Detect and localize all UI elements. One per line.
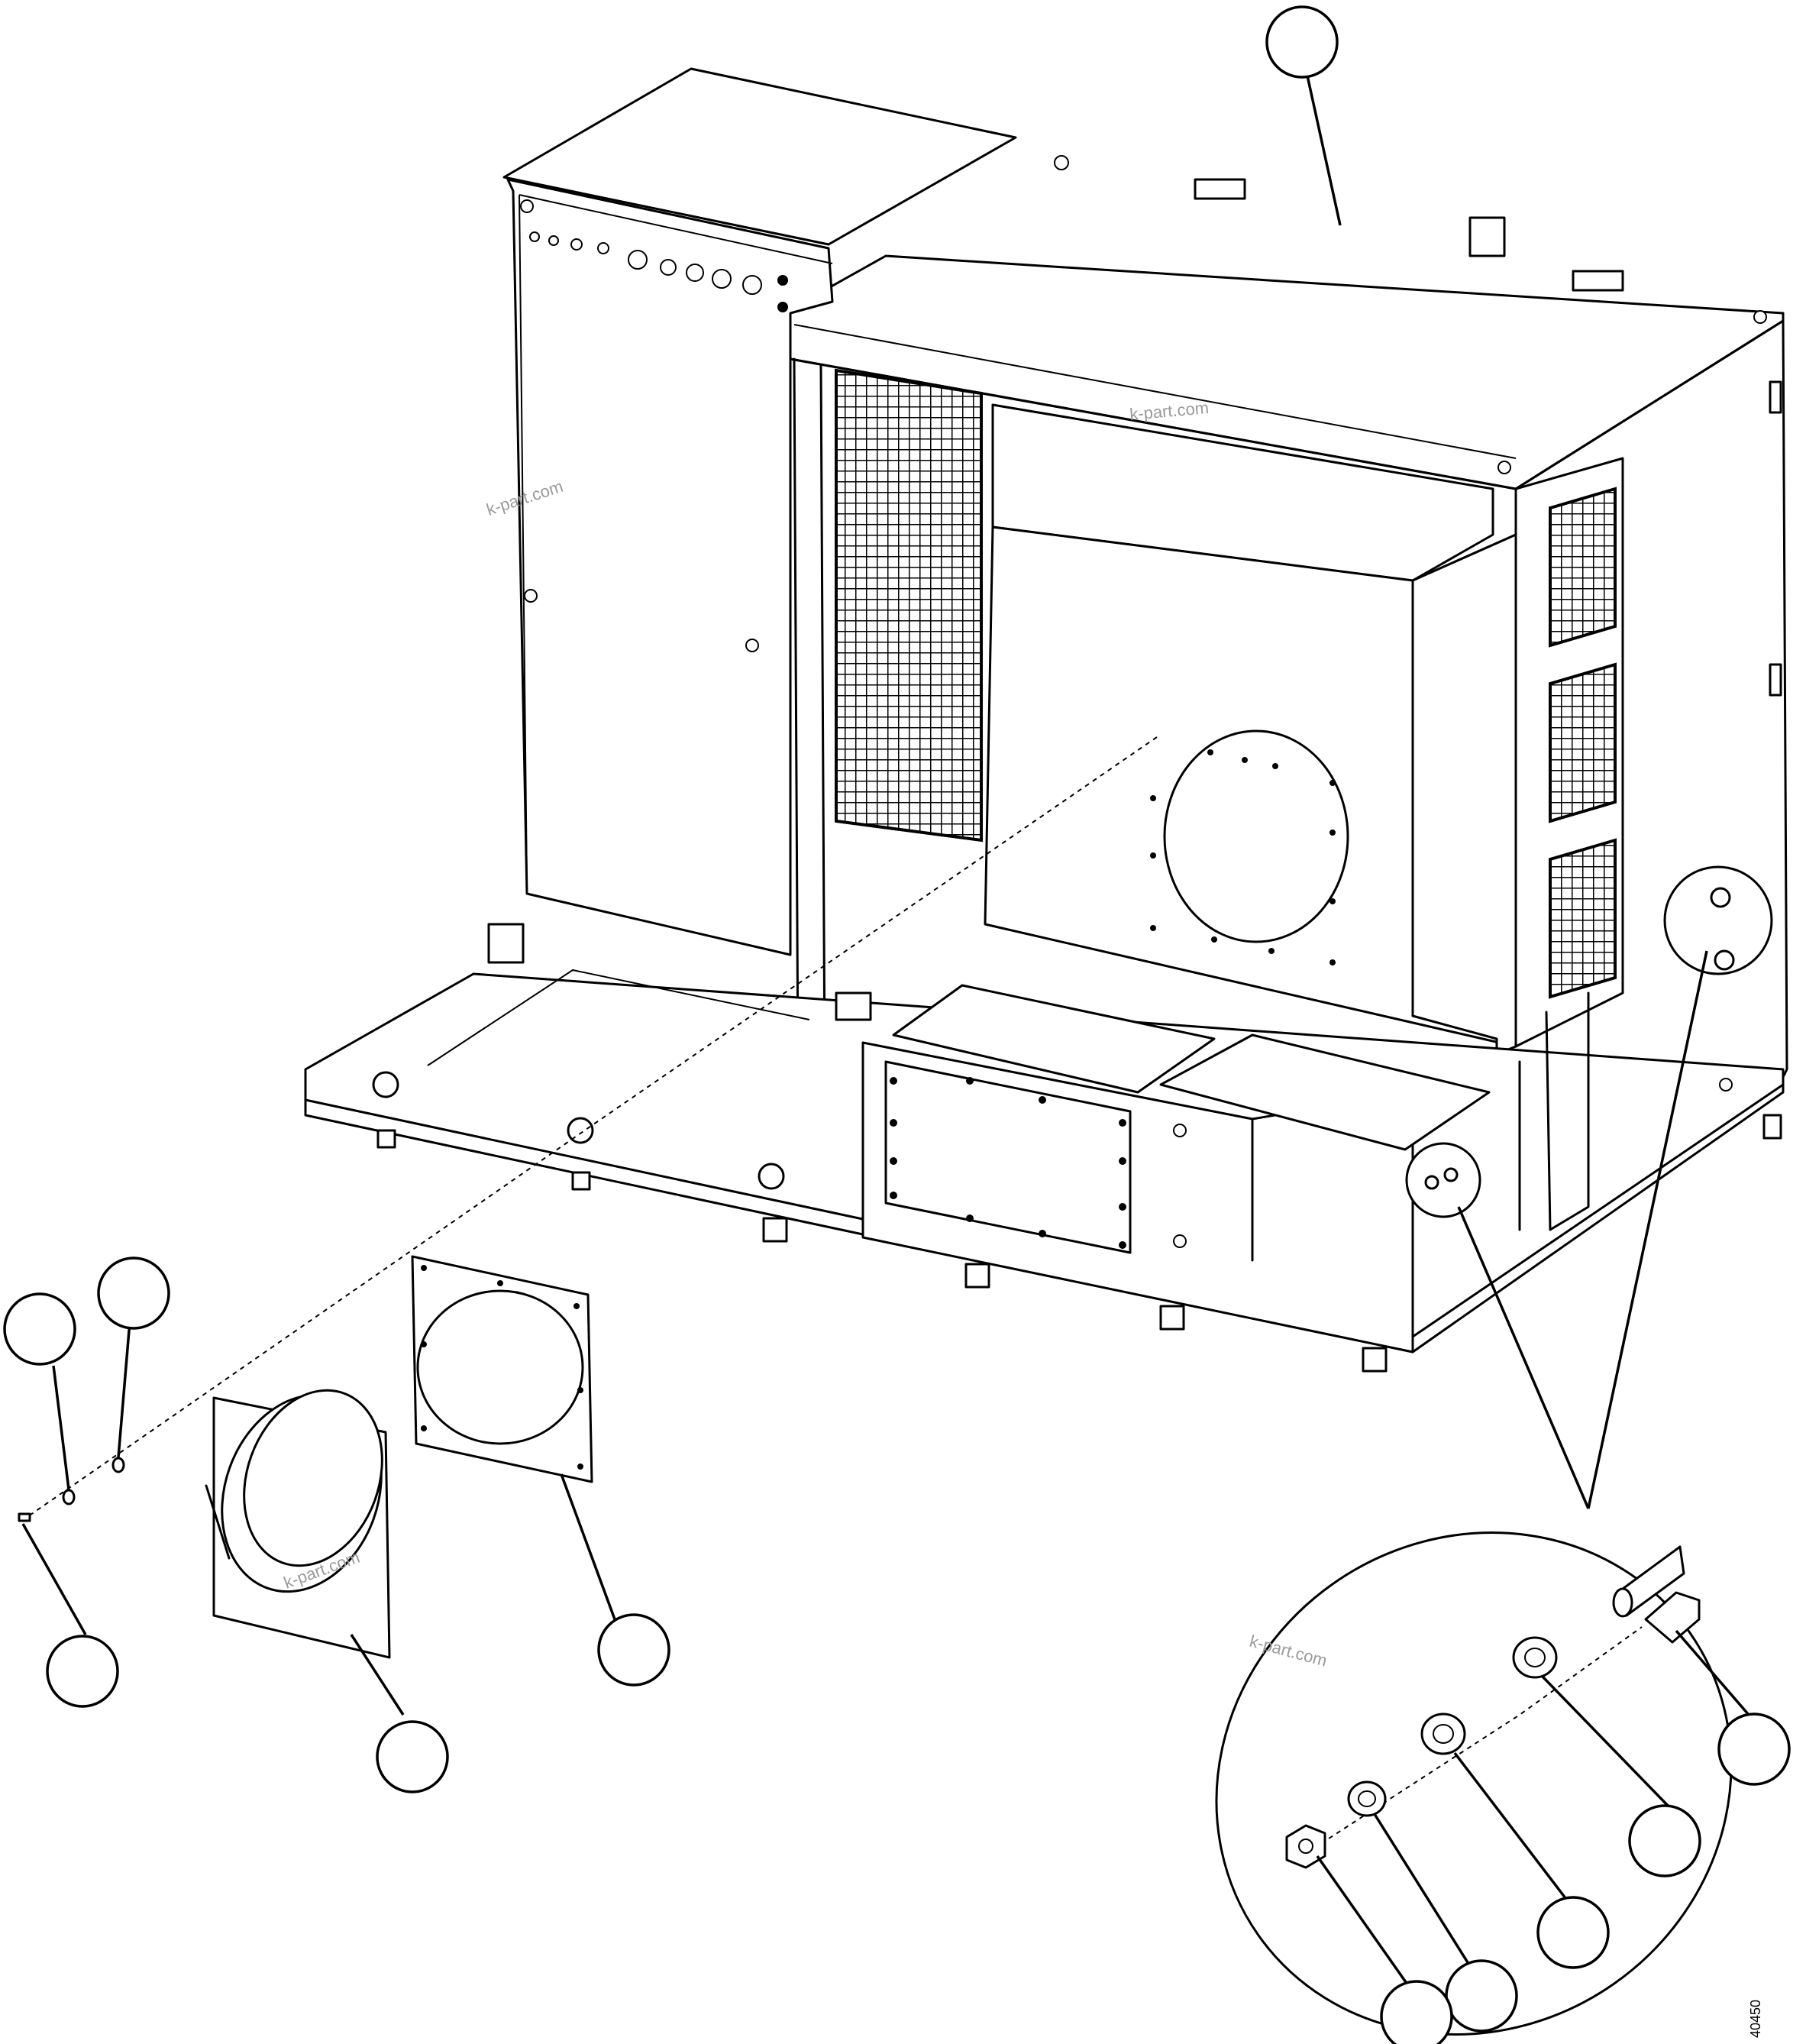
gasket-plate xyxy=(411,1255,593,1483)
leader-lines xyxy=(21,68,1750,1999)
generator-enclosure xyxy=(304,67,1788,1373)
hood-opening xyxy=(1150,729,1349,965)
callout-3 xyxy=(97,1256,170,1330)
callout-6 xyxy=(597,1613,670,1687)
right-grille-middle xyxy=(1549,662,1617,823)
small-hardware xyxy=(18,1457,125,1522)
callout-9 xyxy=(1536,1896,1610,1969)
callout-4 xyxy=(46,1635,119,1708)
callout-1 xyxy=(1265,5,1339,79)
right-grille-top xyxy=(1549,487,1617,648)
callout-8 xyxy=(1628,1804,1701,1877)
explode-axis-line xyxy=(22,736,1158,1521)
callout-10 xyxy=(1445,1959,1518,2033)
detail-magnifiers xyxy=(1405,865,1773,1218)
control-panel-holes xyxy=(529,231,788,312)
callout-bubbles xyxy=(3,5,1791,2044)
left-louver-grille xyxy=(835,368,983,843)
duct-adapter xyxy=(205,1389,391,1659)
callout-2 xyxy=(3,1292,76,1366)
right-grille-bottom xyxy=(1549,838,1617,999)
document-number: 40450 xyxy=(1748,2000,1763,2038)
callout-7 xyxy=(1717,1712,1791,1786)
hardware-detail-view xyxy=(1215,1531,1733,2036)
callout-11 xyxy=(1380,1980,1453,2044)
callout-5 xyxy=(376,1720,449,1793)
tray-bolts xyxy=(890,1077,1126,1249)
